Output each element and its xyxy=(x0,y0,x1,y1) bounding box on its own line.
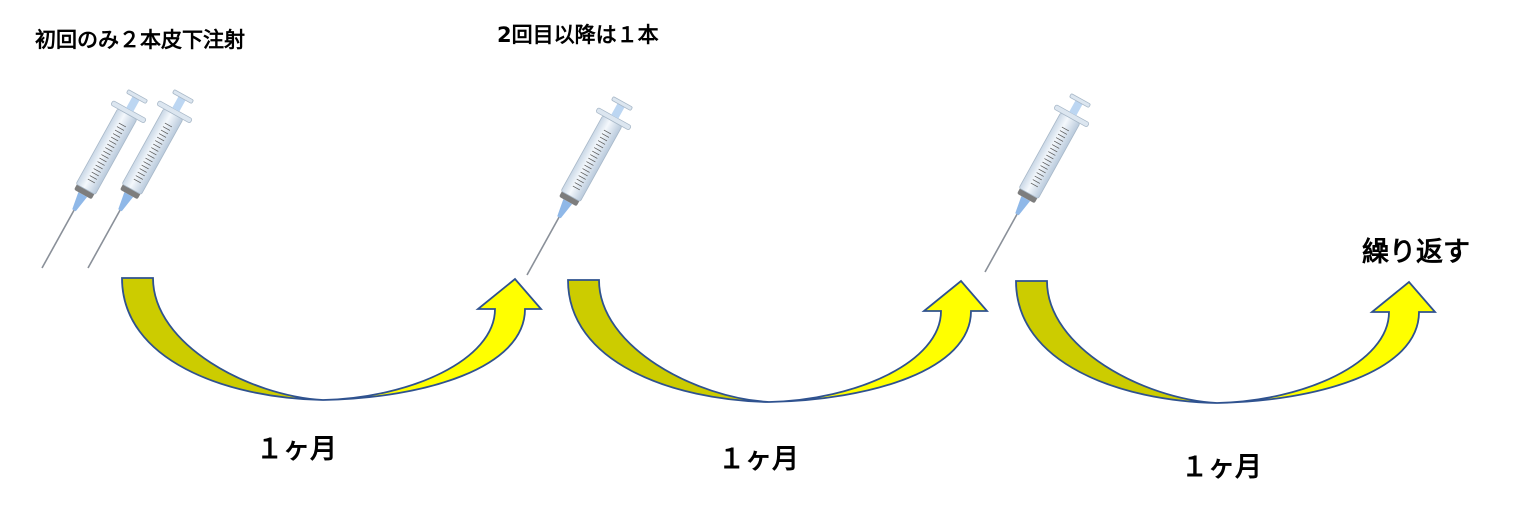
syringe-icon xyxy=(509,91,641,286)
syringe-icon xyxy=(967,88,1099,283)
interval-label-2: １ヶ月 xyxy=(718,444,799,475)
curved-arrow-icon xyxy=(1015,280,1436,404)
repeat-label: 繰り返す xyxy=(1362,237,1470,268)
curved-arrow-icon xyxy=(121,277,542,401)
interval-label-3: １ヶ月 xyxy=(1181,452,1262,483)
first-dose-label: 初回のみ２本皮下注射 xyxy=(35,28,245,52)
subsequent-dose-label: 2回目以降は１本 xyxy=(497,23,659,47)
interval-label-1: １ヶ月 xyxy=(256,434,337,465)
curved-arrow-icon xyxy=(567,279,988,403)
